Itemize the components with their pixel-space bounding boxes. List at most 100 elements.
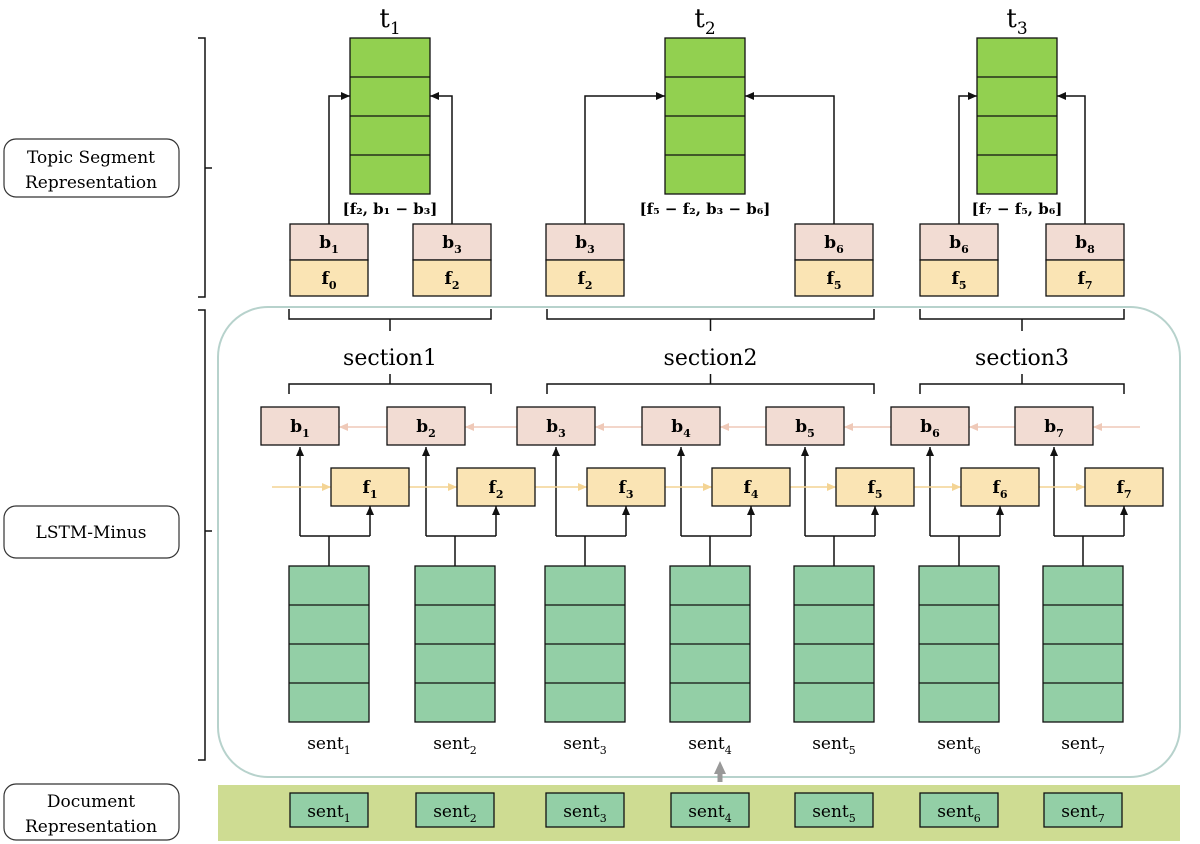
backward-cell: b4 bbox=[641, 406, 721, 446]
doc-sentence: sent6 bbox=[919, 792, 999, 828]
topic-input-arrow bbox=[430, 92, 453, 224]
topic-input-arrow bbox=[745, 92, 835, 224]
topic-segment-label-line1: Topic Segment bbox=[27, 148, 155, 168]
pair-backward-label: b6 bbox=[824, 233, 844, 256]
topic-formula: [f₂, b₁ − b₃] bbox=[343, 200, 438, 218]
pair-forward-label: f7 bbox=[1078, 269, 1093, 292]
sentence-connector bbox=[801, 447, 879, 566]
topic-label: t3 bbox=[1006, 4, 1027, 39]
backward-cell-label: b1 bbox=[290, 417, 310, 440]
topic-segment-vector: t3 [f₇ − f₅, b₆] bbox=[958, 4, 1086, 224]
backward-cell-label: b3 bbox=[546, 417, 566, 440]
sentence-connector bbox=[1050, 447, 1128, 566]
forward-cell-label: f2 bbox=[489, 478, 504, 501]
forward-cell-label: f1 bbox=[363, 478, 378, 501]
backward-cell-label: b2 bbox=[416, 417, 436, 440]
document-label-line1: Document bbox=[47, 792, 135, 812]
sentence-label: sent2 bbox=[433, 734, 477, 757]
topic-segment-vector: t2 [f₅ − f₂, b₃ − b₆] bbox=[584, 4, 835, 224]
topic-label: t2 bbox=[694, 4, 715, 39]
topic-segment-vector: t1 [f₂, b₁ − b₃] bbox=[328, 4, 453, 224]
doc-sentence: sent1 bbox=[289, 792, 369, 828]
backward-cell-label: b7 bbox=[1044, 417, 1064, 440]
pair-backward-label: b8 bbox=[1075, 233, 1095, 256]
segment-boundary-pair: b6 f5 bbox=[919, 223, 999, 297]
forward-cell-label: f7 bbox=[1117, 478, 1132, 501]
sentence-label: sent6 bbox=[937, 734, 981, 757]
doc-sentence: sent3 bbox=[545, 792, 625, 828]
sentence-stack: sent3 bbox=[544, 565, 626, 757]
forward-cell-label: f6 bbox=[993, 478, 1008, 501]
section-brace bbox=[919, 374, 1125, 394]
sentence-stack: sent1 bbox=[288, 565, 370, 757]
sentence-label: sent3 bbox=[563, 734, 607, 757]
section-group: section2 bbox=[546, 309, 875, 394]
pair-backward-label: b1 bbox=[319, 233, 339, 256]
topic-segment-brace bbox=[198, 37, 212, 298]
topic-segment-label-line2: Representation bbox=[25, 173, 157, 193]
sentence-label: sent4 bbox=[688, 734, 732, 757]
sentence-stack: sent6 bbox=[918, 565, 1000, 757]
pair-backward-label: b3 bbox=[442, 233, 462, 256]
doc-sentence: sent7 bbox=[1043, 792, 1123, 828]
sentence-label: sent7 bbox=[1061, 734, 1105, 757]
pair-forward-label: f5 bbox=[827, 269, 842, 292]
backward-cell: b7 bbox=[1014, 406, 1094, 446]
pair-forward-label: f2 bbox=[578, 269, 593, 292]
sentence-stack: sent5 bbox=[793, 565, 875, 757]
sentence-connector bbox=[422, 447, 500, 566]
section-group: section3 bbox=[919, 309, 1125, 394]
lstm-minus-label: LSTM-Minus bbox=[3, 505, 180, 559]
topic-label: t1 bbox=[379, 4, 400, 39]
pair-forward-label: f0 bbox=[322, 269, 337, 292]
lstm-minus-label-text: LSTM-Minus bbox=[36, 523, 147, 543]
doc-sentence-label: sent3 bbox=[563, 802, 607, 825]
doc-sentence-label: sent4 bbox=[688, 802, 732, 825]
sentence-connector bbox=[926, 447, 1004, 566]
topic-segment-label: Topic Segment Representation bbox=[3, 138, 180, 198]
topic-formula: [f₇ − f₅, b₆] bbox=[972, 200, 1063, 218]
segment-boundary-pair: b3 f2 bbox=[412, 223, 492, 297]
doc-sentence-label: sent1 bbox=[307, 802, 351, 825]
doc-sentence-label: sent7 bbox=[1061, 802, 1105, 825]
section-label: section2 bbox=[664, 346, 758, 371]
pair-forward-label: f2 bbox=[445, 269, 460, 292]
forward-cell: f5 bbox=[835, 467, 915, 507]
doc-sentence: sent4 bbox=[670, 792, 750, 828]
sentence-label: sent5 bbox=[812, 734, 856, 757]
topic-input-arrow bbox=[1057, 92, 1086, 224]
document-label: Document Representation bbox=[3, 783, 180, 841]
forward-cell: f2 bbox=[456, 467, 536, 507]
backward-cell-label: b4 bbox=[671, 417, 691, 440]
forward-cell: f6 bbox=[960, 467, 1040, 507]
doc-sentence-label: sent2 bbox=[433, 802, 477, 825]
segment-brace bbox=[288, 309, 492, 331]
lstm-minus-brace bbox=[198, 309, 212, 761]
backward-cell: b3 bbox=[516, 406, 596, 446]
topic-input-arrow bbox=[584, 92, 665, 224]
topic-formula: [f₅ − f₂, b₃ − b₆] bbox=[640, 200, 771, 218]
forward-cell: f1 bbox=[330, 467, 410, 507]
doc-sentence-label: sent5 bbox=[812, 802, 856, 825]
sentence-stack: sent4 bbox=[669, 565, 751, 757]
pair-forward-label: f5 bbox=[952, 269, 967, 292]
forward-cell: f7 bbox=[1084, 467, 1164, 507]
doc-sentence: sent2 bbox=[415, 792, 495, 828]
segment-boundary-pair: b1 f0 bbox=[289, 223, 369, 297]
forward-cell-label: f4 bbox=[744, 478, 759, 501]
document-label-line2: Representation bbox=[25, 817, 157, 837]
backward-cell-label: b6 bbox=[920, 417, 940, 440]
backward-cell: b6 bbox=[890, 406, 970, 446]
backward-cell: b5 bbox=[765, 406, 845, 446]
sentence-stack: sent2 bbox=[414, 565, 496, 757]
forward-cell: f4 bbox=[711, 467, 791, 507]
segment-boundary-pair: b6 f5 bbox=[794, 223, 874, 297]
doc-sentence: sent5 bbox=[794, 792, 874, 828]
pair-backward-label: b6 bbox=[949, 233, 969, 256]
forward-cell: f3 bbox=[586, 467, 666, 507]
segment-boundary-pair: b8 f7 bbox=[1045, 223, 1125, 297]
section-label: section3 bbox=[975, 346, 1069, 371]
topic-input-arrow bbox=[328, 92, 350, 224]
